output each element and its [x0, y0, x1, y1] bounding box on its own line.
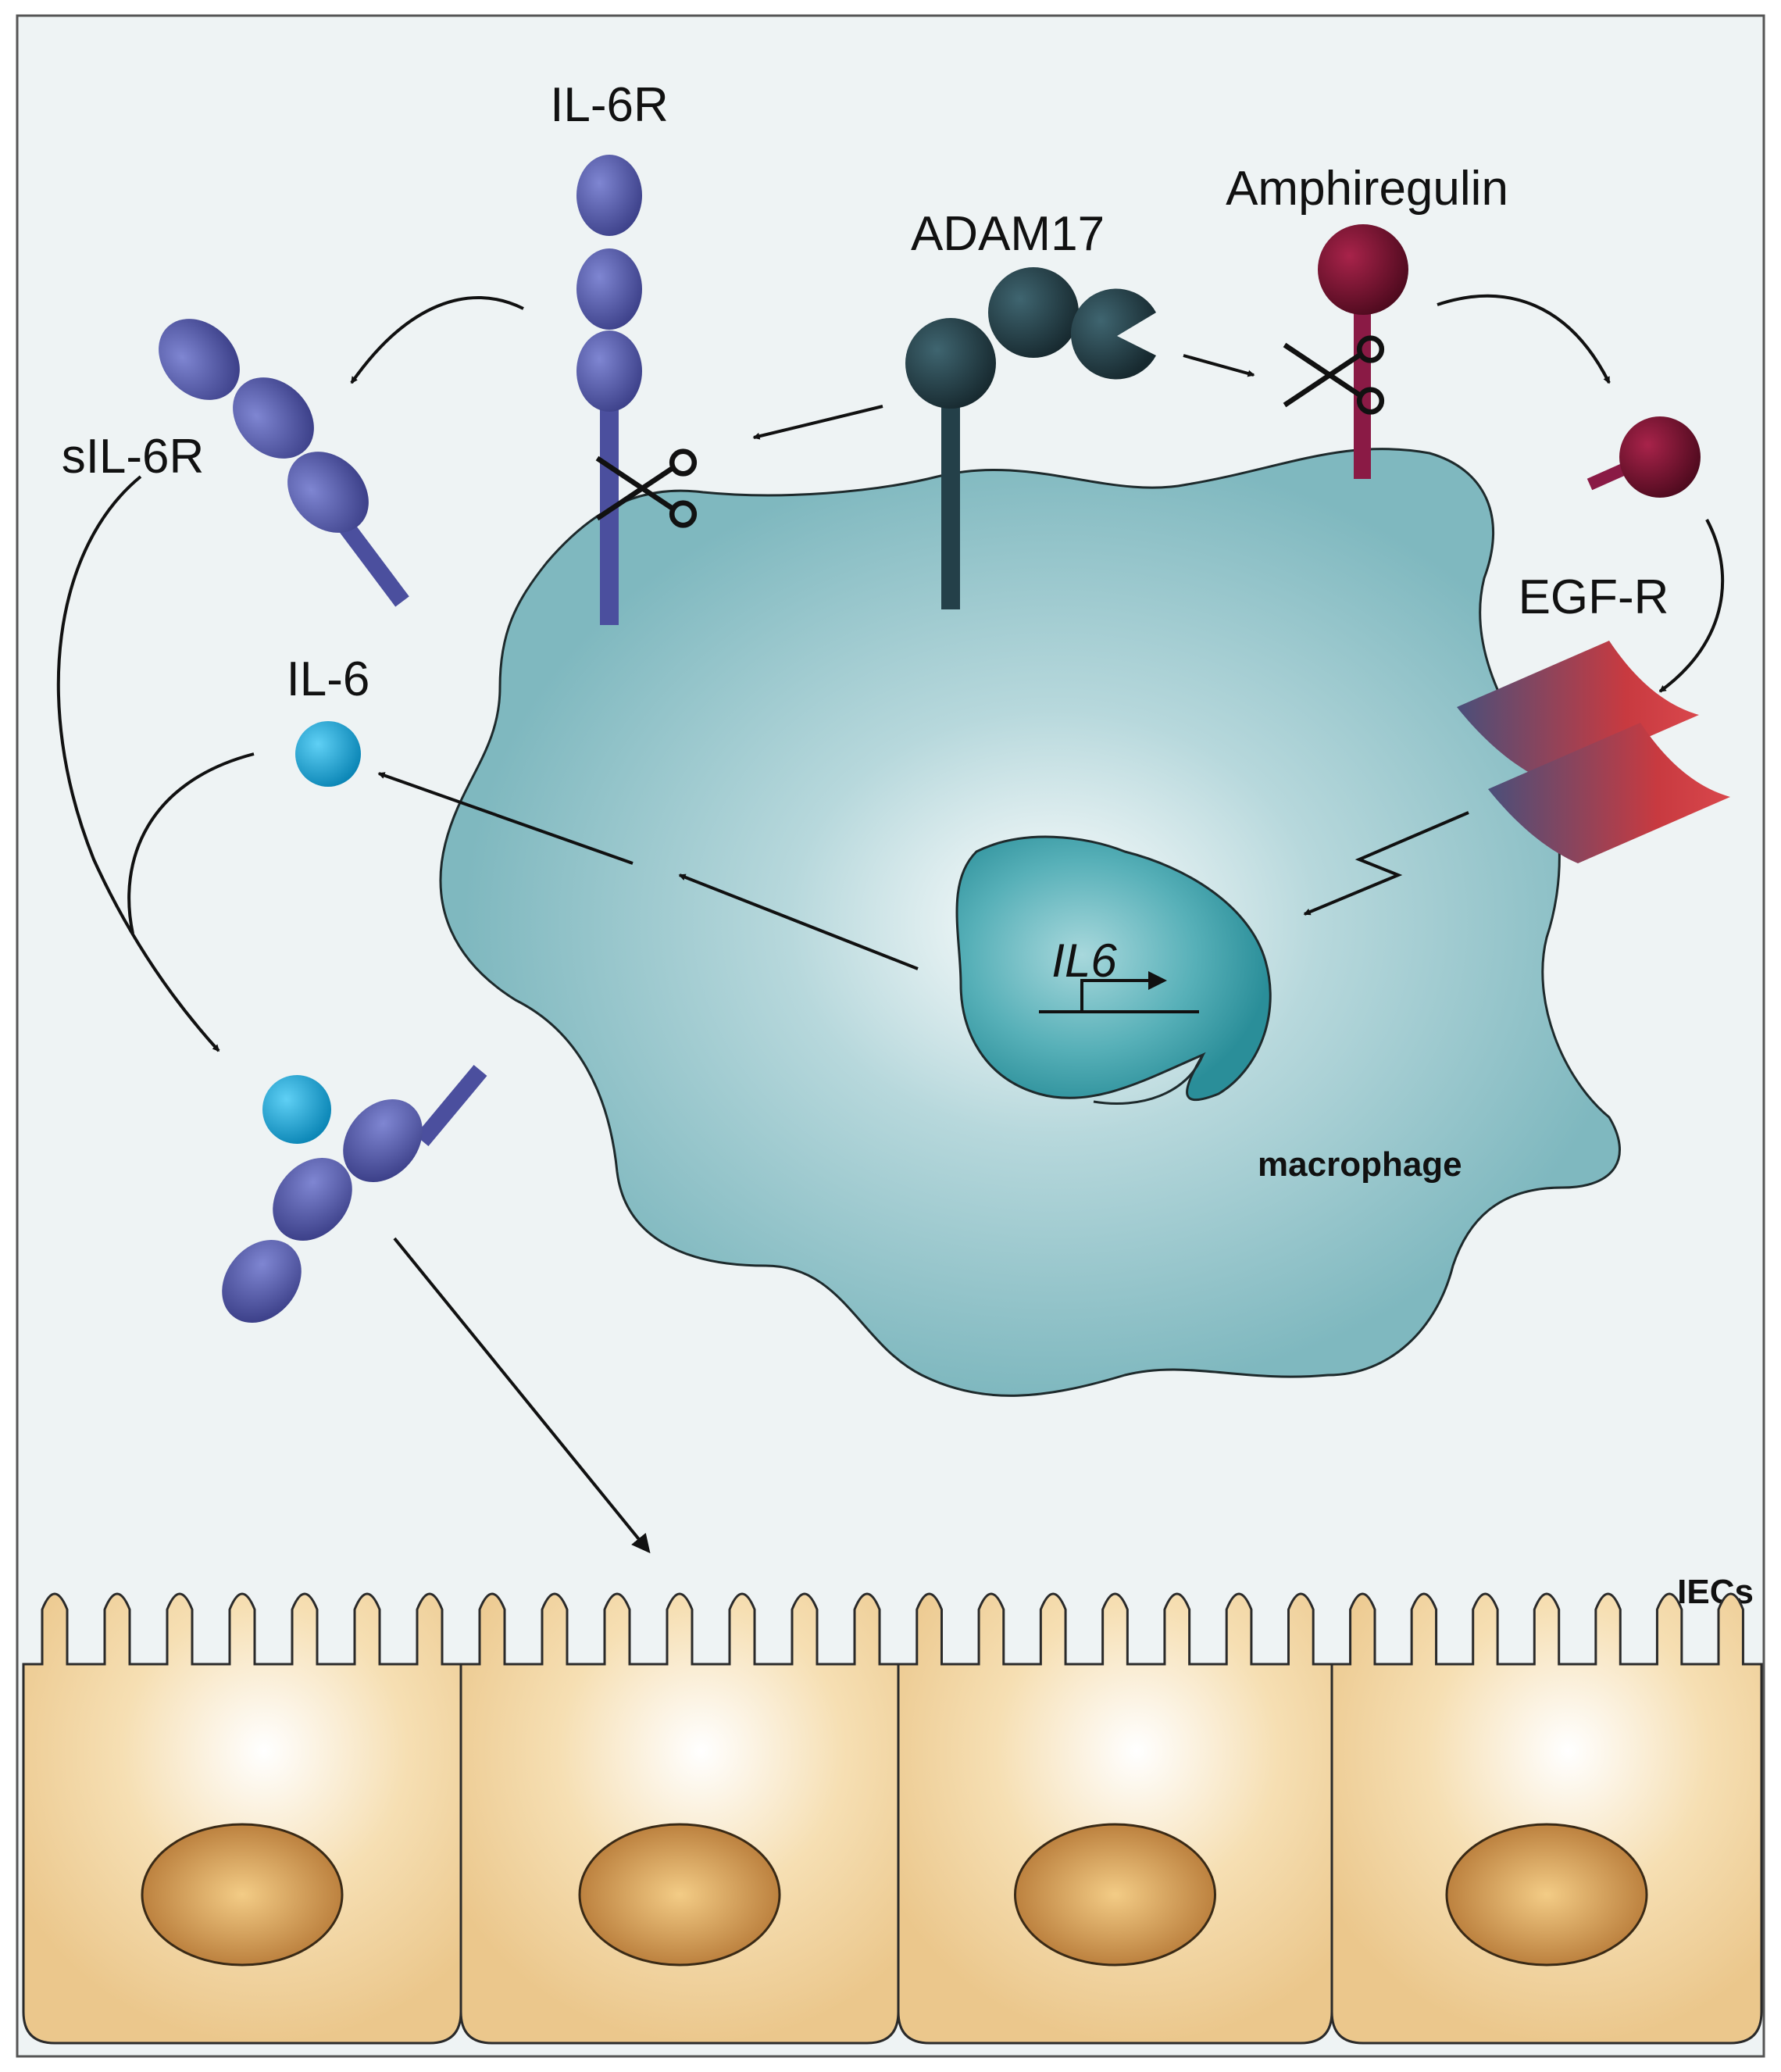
- transcription-arrow-icon: [1039, 971, 1199, 1013]
- amphiregulin-soluble: [1586, 416, 1701, 498]
- arrow-icon: [1437, 294, 1611, 384]
- adam17-protease: [905, 267, 1156, 609]
- iec-cell-1: [22, 1592, 462, 2045]
- il6r-receptor: [576, 155, 642, 625]
- macrophage-label: macrophage: [1258, 1145, 1462, 1184]
- arrow-icon: [1658, 519, 1725, 693]
- egfr-label: EGF-R: [1519, 570, 1669, 624]
- arrow-icon: [56, 475, 220, 1052]
- arrow-icon: [752, 405, 883, 440]
- arrow-icon: [678, 873, 919, 970]
- iec-nucleus-1: [141, 1823, 344, 1967]
- arrow-icon: [350, 296, 524, 384]
- iec-cell-4: [1330, 1592, 1763, 2045]
- arrow-icon: [1183, 354, 1255, 377]
- iec-cell-2: [459, 1592, 900, 2045]
- iec-nucleus-3: [1014, 1823, 1216, 1967]
- iec-layer: [22, 1592, 1763, 2045]
- sil6r-label: sIL-6R: [62, 430, 205, 484]
- macrophage-nucleus: [955, 835, 1272, 1102]
- arrow-icon: [127, 752, 255, 934]
- il6-cytokine: [295, 721, 361, 787]
- sil6r-soluble: [159, 319, 409, 607]
- iec-nucleus-4: [1445, 1823, 1648, 1967]
- arrow-icon: [393, 1237, 651, 1554]
- iec-cell-3: [897, 1592, 1333, 2045]
- il6-label: IL-6: [287, 652, 370, 706]
- il6r-label: IL-6R: [550, 78, 669, 132]
- il6-sil6r-complex: [222, 1064, 487, 1324]
- adam17-label: ADAM17: [911, 207, 1105, 261]
- il6-gene-label: IL6: [1051, 934, 1117, 987]
- signal-zigzag-icon: [1303, 811, 1469, 916]
- iec-nucleus-2: [578, 1823, 781, 1967]
- arrow-icon: [377, 772, 634, 865]
- egfr-receptor: [1457, 641, 1730, 863]
- amphiregulin-label: Amphiregulin: [1226, 162, 1508, 216]
- nucleus-outline-lower: [1093, 1054, 1205, 1105]
